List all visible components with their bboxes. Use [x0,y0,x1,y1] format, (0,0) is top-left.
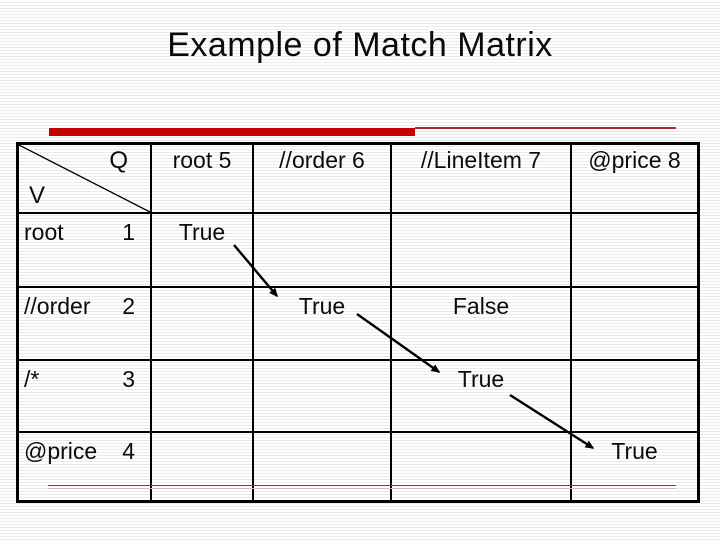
matrix-cell: True [611,438,658,464]
matrix-corner-cell: Q V [19,145,152,214]
matrix-cell: True [254,288,392,361]
matrix-cell [392,433,572,500]
row-number: 4 [122,438,135,464]
row-header-root: root 1 [19,214,152,288]
matrix-cell [254,361,392,433]
matrix-cell: True [152,214,254,288]
diagonal-divider-line [19,145,150,212]
row-label: /* [24,366,40,392]
slide-title: Example of Match Matrix [167,26,553,64]
matrix-cell: False [392,288,572,361]
row-label: @price [24,438,98,464]
row-number: 3 [122,366,135,392]
row-label: root [24,219,64,245]
row-header-any: /* 3 [19,361,152,433]
matrix-cell [392,214,572,288]
axis-label-q: Q [109,147,128,174]
row-number: 2 [122,293,135,319]
column-header-root: root 5 [152,145,254,214]
matrix-cell [152,433,254,500]
matrix-cell [152,361,254,433]
footer-rule-dark [48,485,676,486]
column-header-price: @price 8 [572,145,697,214]
column-header-order: //order 6 [254,145,392,214]
title-accent-bar [49,128,415,136]
footer-rule-light [48,488,676,489]
matrix-cell [254,214,392,288]
matrix-cell: True [392,361,572,433]
row-label: //order [24,293,91,319]
matrix-cell [572,214,697,288]
matrix-cell [572,361,697,433]
matrix-cell [572,288,697,361]
title-accent-line [415,127,676,129]
row-header-price: @price 4 [19,433,152,500]
axis-label-v: V [29,182,46,209]
column-header-lineitem: //LineItem 7 [392,145,572,214]
row-number: 1 [122,219,135,245]
row-header-order: //order 2 [19,288,152,361]
matrix-cell [254,433,392,500]
matrix-cell [152,288,254,361]
match-matrix-table: Q V root 5 //order 6 //LineItem 7 @price… [16,142,700,503]
